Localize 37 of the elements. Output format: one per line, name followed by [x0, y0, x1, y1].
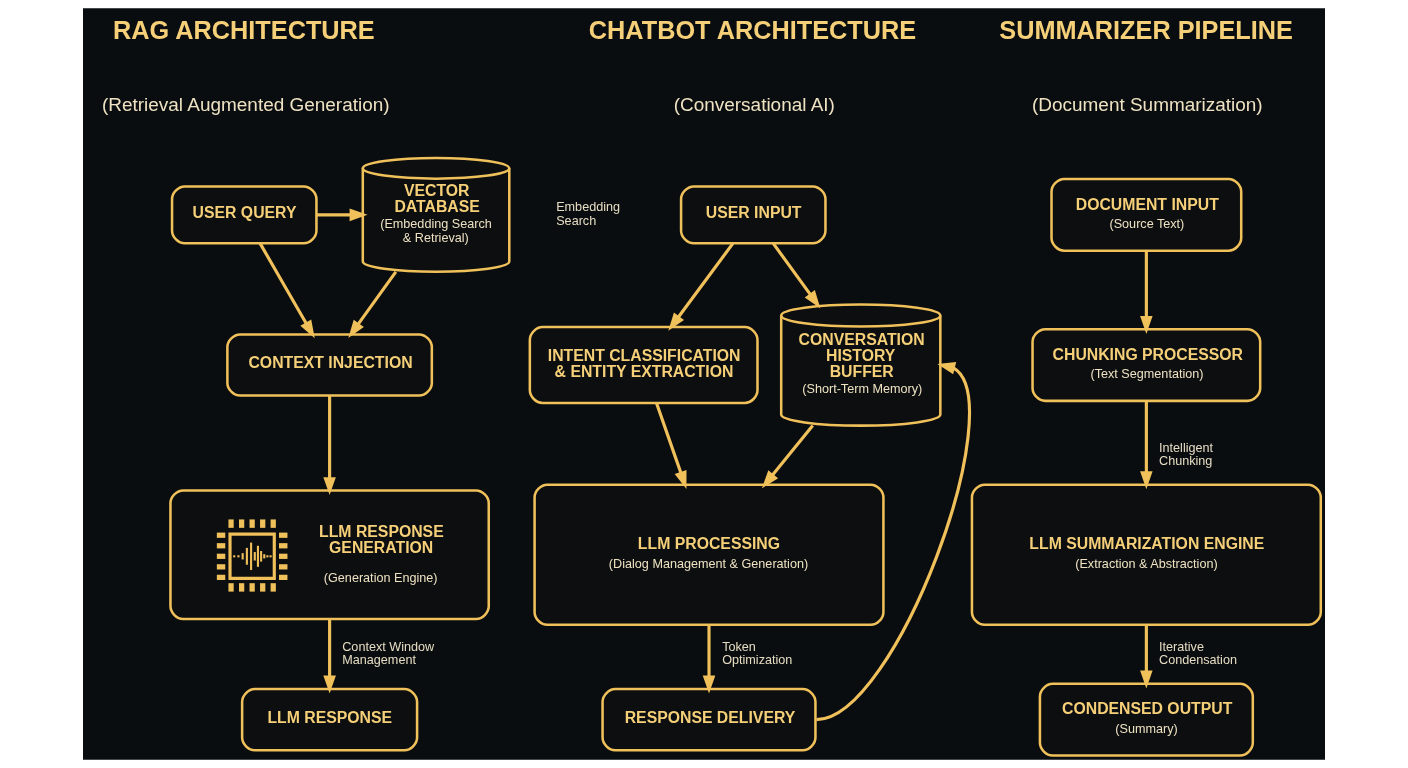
node-label: Embedding Search — [556, 200, 621, 228]
node-box: CONDENSED OUTPUT (Summary) — [1038, 682, 1255, 757]
arrow — [323, 619, 336, 694]
label: CHATBOT ARCHITECTURE — [588, 16, 917, 45]
arrow — [771, 242, 821, 309]
label: RAG ARCHITECTURE — [113, 16, 375, 45]
edge-label: Iterative Condensation — [1159, 639, 1237, 668]
arrow — [323, 395, 336, 496]
node-box: USER INPUT — [679, 185, 827, 245]
edge-label: Context Window Management — [342, 639, 435, 668]
node-box: DOCUMENT INPUT (Source Text) — [1050, 177, 1243, 252]
node-box: RESPONSE DELIVERY — [601, 687, 817, 752]
arrow — [1140, 251, 1153, 334]
label: (Retrieval Augmented Generation) — [101, 93, 390, 115]
node-box: CONTEXT INJECTION — [226, 333, 434, 397]
edge-label: Token Optimization — [722, 639, 793, 668]
arrow — [761, 424, 814, 489]
label: SUMMARIZER PIPELINE — [999, 16, 1293, 45]
label: (Document Summarization) — [1032, 93, 1263, 115]
arrow — [702, 624, 716, 694]
node-box: CHUNKING PROCESSOR (Text Segmentation) — [1031, 327, 1262, 403]
node-box: USER QUERY — [170, 185, 318, 245]
node-box: LLM PROCESSING (Dialog Management & Generation) — [533, 483, 885, 627]
arrow — [816, 362, 971, 722]
arrow — [316, 208, 368, 222]
node-box: LLM RESPONSE GENERATION (Generation Engine) — [169, 489, 490, 621]
edge-label: Intelligent Chunking — [1159, 440, 1214, 469]
arrow — [1140, 400, 1153, 490]
arrow — [258, 242, 315, 339]
node-box: LLM SUMMARIZATION ENGINE (Extraction & Abstraction) — [970, 483, 1323, 627]
node-box: INTENT CLASSIFICATION & ENTITY EXTRACTION — [528, 325, 759, 405]
arrow — [655, 402, 687, 489]
node-box: LLM RESPONSE — [240, 687, 419, 752]
label: (Conversational AI) — [673, 93, 835, 115]
arrow — [348, 270, 398, 338]
arrow — [1140, 624, 1153, 689]
arrow — [668, 242, 735, 331]
